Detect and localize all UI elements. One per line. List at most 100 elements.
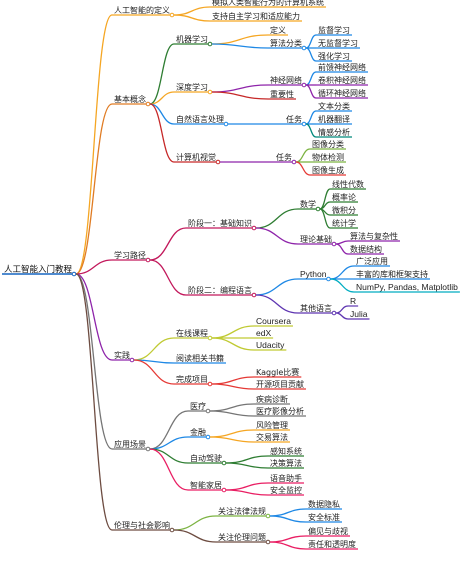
node-2-0[interactable]: 阶段一：基础知识: [186, 218, 254, 229]
node-3-2-0[interactable]: Kaggle比赛: [254, 367, 302, 378]
node-3-1[interactable]: 阅读相关书籍: [174, 353, 226, 364]
node-4-1-1[interactable]: 交易算法: [254, 432, 290, 443]
node-1-0-handle[interactable]: [207, 41, 213, 47]
node-2-1-0-1[interactable]: 丰富的库和框架支持: [354, 269, 430, 280]
node-1-2-0[interactable]: 任务: [284, 114, 304, 125]
node-2-0-0-3[interactable]: 统计学: [330, 218, 358, 229]
node-1-0-1-1[interactable]: 无监督学习: [316, 38, 360, 49]
node-2-1[interactable]: 阶段二：编程语言: [186, 285, 254, 296]
node-3-0-handle[interactable]: [207, 335, 213, 341]
node-2-1-1[interactable]: 其他语言: [298, 303, 334, 314]
node-2-0-handle[interactable]: [251, 225, 257, 231]
node-4-1-handle[interactable]: [205, 434, 211, 440]
node-3-2-1[interactable]: 开源项目贡献: [254, 379, 306, 390]
node-1-1-0[interactable]: 神经网络: [268, 75, 304, 86]
node-4-0-handle[interactable]: [205, 408, 211, 414]
node-5-handle[interactable]: [169, 527, 175, 533]
node-1-2-0-0[interactable]: 文本分类: [316, 101, 352, 112]
node-5-0-handle[interactable]: [265, 513, 271, 519]
node-1-0-1-handle[interactable]: [301, 45, 307, 51]
node-2-1-handle[interactable]: [251, 292, 257, 298]
node-4-3[interactable]: 智能家居: [188, 480, 224, 491]
node-2-handle[interactable]: [145, 257, 151, 263]
node-1-handle[interactable]: [145, 101, 151, 107]
node-3-2[interactable]: 完成项目: [174, 374, 210, 385]
node-1-1-0-1[interactable]: 卷积神经网络: [316, 75, 368, 86]
node-3-0-2[interactable]: Udacity: [254, 340, 287, 351]
node-1-3-0[interactable]: 任务: [274, 152, 294, 163]
node-5-0[interactable]: 关注法律法规: [216, 506, 268, 517]
root-handle[interactable]: [71, 271, 77, 277]
node-1-3-0-0[interactable]: 图像分类: [310, 139, 346, 150]
node-1-1-handle[interactable]: [207, 89, 213, 95]
node-1-2-0-handle[interactable]: [301, 121, 307, 127]
node-4-0[interactable]: 医疗: [188, 401, 208, 412]
node-2-0-0[interactable]: 数学: [298, 199, 318, 210]
node-5-1-1[interactable]: 责任和透明度: [306, 539, 358, 550]
node-1-0-0[interactable]: 定义: [268, 25, 288, 36]
node-2-1-0-handle[interactable]: [326, 276, 331, 282]
node-1-3-handle[interactable]: [215, 159, 221, 165]
node-4-handle[interactable]: [145, 446, 151, 452]
node-5-0-1[interactable]: 安全标准: [306, 512, 342, 523]
node-1-3-0-2[interactable]: 图像生成: [310, 165, 346, 176]
node-0-0[interactable]: 模拟人类智能行为的计算机系统: [210, 0, 326, 8]
node-4[interactable]: 应用场景: [112, 439, 148, 450]
node-4-0-1[interactable]: 医疗影像分析: [254, 406, 306, 417]
node-2-0-1-1[interactable]: 数据结构: [348, 244, 384, 255]
node-2-1-1-handle[interactable]: [331, 310, 337, 316]
node-0-handle[interactable]: [169, 12, 175, 18]
node-3-0-0[interactable]: Coursera: [254, 316, 293, 327]
node-1-1-0-0[interactable]: 前馈神经网络: [316, 62, 368, 73]
node-2-0-0-0[interactable]: 线性代数: [330, 179, 366, 190]
node-4-1-0[interactable]: 风险管理: [254, 420, 290, 431]
node-2-0-1-handle[interactable]: [331, 241, 337, 247]
node-1-0-1-0[interactable]: 监督学习: [316, 25, 352, 36]
node-2-1-0-0[interactable]: 广泛应用: [354, 256, 390, 267]
node-3-handle[interactable]: [129, 357, 135, 363]
node-5-0-0[interactable]: 数据隐私: [306, 499, 342, 510]
node-4-3-0[interactable]: 语音助手: [268, 473, 304, 484]
node-4-3-handle[interactable]: [221, 487, 227, 493]
node-0[interactable]: 人工智能的定义: [112, 5, 172, 16]
node-1-0-1-2[interactable]: 强化学习: [316, 51, 352, 62]
node-3-0-1[interactable]: edX: [254, 328, 274, 339]
node-5-1-0[interactable]: 偏见与歧视: [306, 526, 350, 537]
node-1-1-1[interactable]: 重要性: [268, 89, 296, 100]
node-4-2-1[interactable]: 决策算法: [268, 458, 304, 469]
node-1-3-0-handle[interactable]: [291, 159, 297, 165]
root-node[interactable]: 人工智能入门教程: [2, 264, 75, 275]
node-1-1-0-2[interactable]: 循环神经网络: [316, 88, 368, 99]
node-1[interactable]: 基本概念: [112, 94, 148, 105]
node-4-2-0[interactable]: 感知系统: [268, 446, 304, 457]
node-1-3-0-1[interactable]: 物体检测: [310, 152, 346, 163]
node-2-1-0-2[interactable]: NumPy, Pandas, Matplotlib: [354, 282, 460, 293]
node-4-2[interactable]: 自动驾驶: [188, 453, 224, 464]
node-1-2-0-1[interactable]: 机器翻译: [316, 114, 352, 125]
node-3-2-handle[interactable]: [207, 381, 213, 387]
node-4-2-handle[interactable]: [221, 460, 227, 466]
node-5-1[interactable]: 关注伦理问题: [216, 532, 268, 543]
node-2-0-0-1[interactable]: 概率论: [330, 192, 358, 203]
node-3[interactable]: 实践: [112, 350, 132, 361]
node-2-1-1-1[interactable]: Julia: [348, 309, 370, 320]
node-2-0-1[interactable]: 理论基础: [298, 234, 334, 245]
node-1-1-0-handle[interactable]: [301, 82, 307, 88]
node-1-2-handle[interactable]: [223, 121, 229, 127]
node-2-0-0-handle[interactable]: [315, 206, 321, 212]
node-1-3[interactable]: 计算机视觉: [174, 152, 218, 163]
node-1-0-1[interactable]: 算法分类: [268, 38, 304, 49]
node-1-2-0-2[interactable]: 情感分析: [316, 127, 352, 138]
node-4-1[interactable]: 金融: [188, 427, 208, 438]
node-5-1-handle[interactable]: [265, 539, 271, 545]
node-0-1[interactable]: 支持自主学习和适应能力: [210, 11, 302, 22]
node-1-0[interactable]: 机器学习: [174, 34, 210, 45]
node-1-2[interactable]: 自然语言处理: [174, 114, 226, 125]
node-5[interactable]: 伦理与社会影响: [112, 520, 172, 531]
node-1-1[interactable]: 深度学习: [174, 82, 210, 93]
node-2-0-1-0[interactable]: 算法与复杂性: [348, 231, 400, 242]
node-2-0-0-2[interactable]: 微积分: [330, 205, 358, 216]
node-2-1-1-0[interactable]: R: [348, 296, 359, 307]
node-3-0[interactable]: 在线课程: [174, 328, 210, 339]
node-4-0-0[interactable]: 疾病诊断: [254, 394, 290, 405]
